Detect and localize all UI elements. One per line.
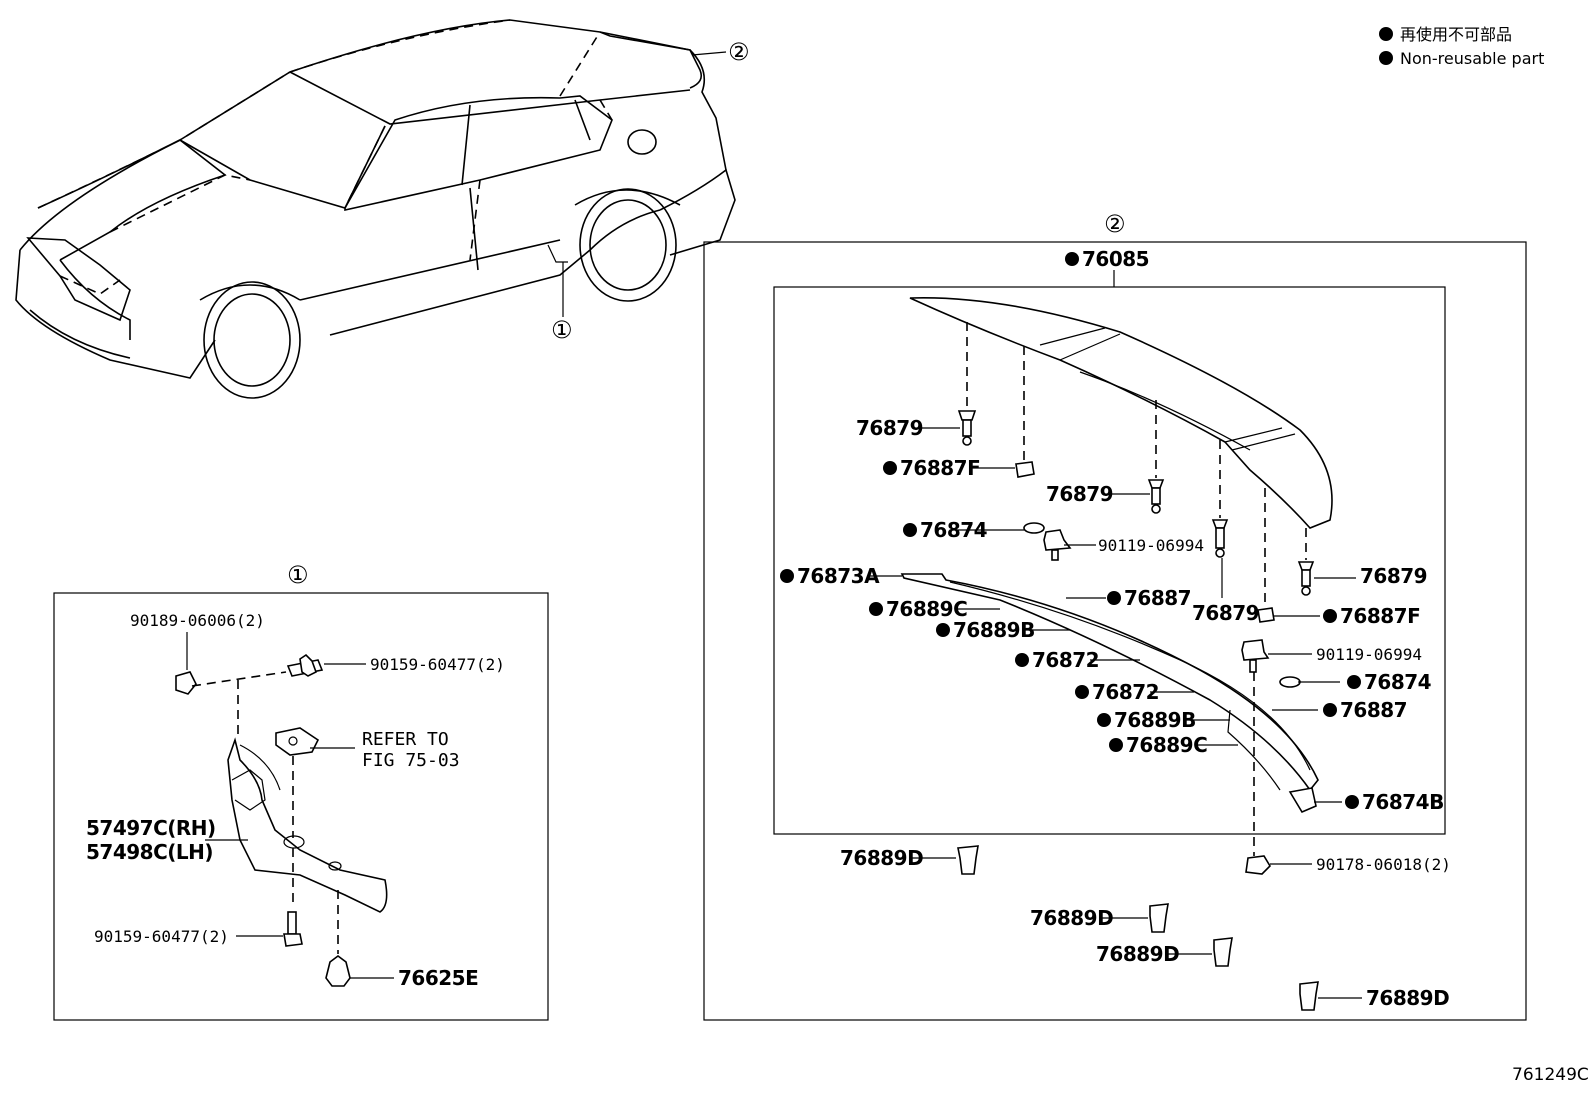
bolt-76879-d-icon — [1297, 561, 1315, 596]
clip-nut-icon — [275, 727, 320, 756]
non-reusable-bullet-icon — [1379, 27, 1393, 41]
figure-code: 761249C — [1512, 1065, 1589, 1085]
label-76879-c: 76879 — [1192, 601, 1259, 625]
label-76874-b: 76874 — [1364, 670, 1431, 694]
non-reusable-bullet-icon — [1097, 713, 1111, 727]
grommet-76874-a-icon — [1023, 522, 1045, 534]
non-reusable-bullet-icon — [903, 523, 917, 537]
label-76889C-b: 76889C — [1126, 733, 1207, 757]
callout-2-car: ② — [728, 38, 749, 66]
label-76889C-a: 76889C — [886, 597, 967, 621]
label-90159-60477-top: 90159-60477(2) — [370, 655, 505, 674]
legend-en: Non-reusable part — [1400, 49, 1544, 68]
label-76873A: 76873A — [797, 564, 880, 588]
label-76874-a: 76874 — [920, 518, 987, 542]
callout-1-car: ① — [551, 316, 572, 344]
label-76887F-b: 76887F — [1340, 604, 1420, 628]
mudguard-part — [227, 737, 388, 913]
non-reusable-bullet-icon — [1323, 703, 1337, 717]
clip-76889D-b-icon — [1149, 903, 1169, 933]
bolt-76879-c-icon — [1211, 519, 1229, 558]
label-76879-b: 76879 — [1046, 482, 1113, 506]
legend-ja: 再使用不可部品 — [1400, 25, 1512, 44]
label-57498C: 57498C(LH) — [86, 840, 213, 864]
non-reusable-bullet-icon — [1379, 51, 1393, 65]
non-reusable-bullet-icon — [1107, 591, 1121, 605]
non-reusable-bullet-icon — [936, 623, 950, 637]
nut-90119-a-icon — [1043, 529, 1072, 561]
label-76872-b: 76872 — [1092, 680, 1159, 704]
label-76879-d: 76879 — [1360, 564, 1427, 588]
label-90189-06006: 90189-06006(2) — [130, 611, 265, 630]
rear-spoiler-part — [909, 296, 1333, 529]
non-reusable-bullet-icon — [1015, 653, 1029, 667]
box1-dashed-leaders — [191, 671, 339, 954]
non-reusable-bullet-icon — [1323, 609, 1337, 623]
label-90178-06018: 90178-06018(2) — [1316, 855, 1451, 874]
label-76085: 76085 — [1082, 247, 1149, 271]
label-90119-06994-a: 90119-06994 — [1098, 536, 1204, 555]
callout-2-box: ② — [1104, 210, 1126, 238]
label-76879-a: 76879 — [856, 416, 923, 440]
box-2-spoiler: ② — [703, 210, 1527, 1021]
box1-leaders — [186, 632, 394, 979]
label-76889B-b: 76889B — [1114, 708, 1196, 732]
label-90159-60477-bottom: 90159-60477(2) — [94, 927, 229, 946]
label-76887-b: 76887 — [1340, 698, 1407, 722]
box2-dashed-leaders — [966, 322, 1307, 856]
label-76887F-a: 76887F — [900, 456, 980, 480]
car-illustration — [15, 19, 736, 399]
label-76887-a: 76887 — [1124, 586, 1191, 610]
screw-90159-top-icon — [286, 653, 324, 677]
label-76889D-d: 76889D — [1366, 986, 1449, 1010]
label-76889D-c: 76889D — [1096, 942, 1179, 966]
car-highlight-lines — [37, 19, 613, 295]
non-reusable-bullet-icon — [1109, 738, 1123, 752]
nut-90178-icon — [1245, 855, 1272, 875]
non-reusable-bullet-icon — [780, 569, 794, 583]
bolt-76879-b-icon — [1147, 479, 1165, 514]
label-90119-06994-b: 90119-06994 — [1316, 645, 1422, 664]
bolt-76879-a-icon — [957, 410, 977, 446]
label-76889D-b: 76889D — [1030, 906, 1113, 930]
non-reusable-bullet-icon — [883, 461, 897, 475]
car-callout-leaders — [547, 51, 727, 317]
nut-90119-b-icon — [1241, 639, 1270, 673]
nut-90189-icon — [175, 671, 197, 695]
callout-1-box: ① — [287, 561, 309, 589]
non-reusable-bullet-icon — [1345, 795, 1359, 809]
pad-76887F-b-icon — [1257, 607, 1275, 623]
label-76872-a: 76872 — [1032, 648, 1099, 672]
spoiler-seal-strip — [900, 573, 1319, 814]
clip-76889D-a-icon — [957, 845, 979, 875]
non-reusable-bullet-icon — [1065, 252, 1079, 266]
non-reusable-bullet-icon — [1075, 685, 1089, 699]
label-76889D-a: 76889D — [840, 846, 923, 870]
clip-76625E-icon — [325, 955, 351, 987]
legend: 再使用不可部品 Non-reusable part — [1379, 25, 1544, 68]
box2-leaders — [868, 427, 1362, 999]
clip-76889D-c-icon — [1213, 937, 1233, 967]
box-1-mudguard: ① — [53, 561, 549, 1021]
label-57497C: 57497C(RH) — [86, 816, 216, 840]
pad-76887F-a-icon — [1015, 461, 1035, 478]
grommet-76874-b-icon — [1279, 676, 1301, 688]
label-76889B-a: 76889B — [953, 618, 1035, 642]
label-76625E: 76625E — [398, 966, 478, 990]
clip-76889D-d-icon — [1299, 981, 1319, 1011]
label-fig-75-03: FIG 75-03 — [362, 750, 460, 771]
non-reusable-bullet-icon — [869, 602, 883, 616]
non-reusable-bullet-icon — [1347, 675, 1361, 689]
label-refer-to: REFER TO — [362, 729, 449, 750]
label-76874B: 76874B — [1362, 790, 1444, 814]
screw-90159-bottom-icon — [283, 911, 303, 947]
